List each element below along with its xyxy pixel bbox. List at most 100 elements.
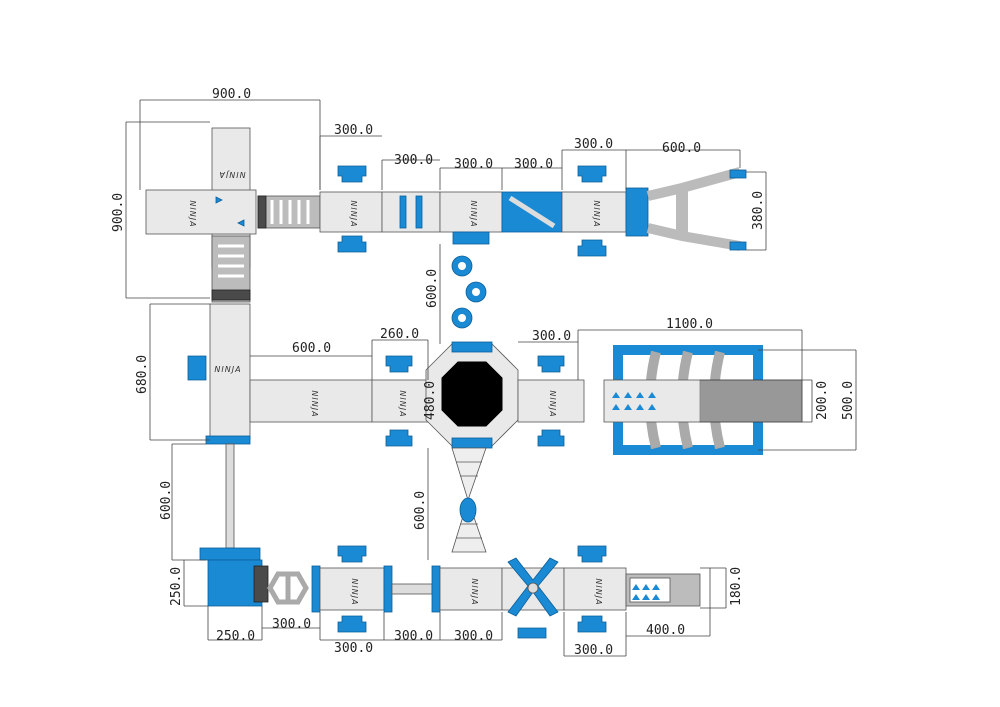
end-tube [311, 565, 321, 613]
ninja-label: NINJA [548, 390, 557, 417]
dim-label: 600.0 [425, 269, 440, 308]
dim-label: 300.0 [574, 137, 613, 152]
bottom-row-modules: NINJA NINJA NINJA [207, 557, 701, 617]
ninja-label: NINJA [218, 170, 245, 179]
link-base [452, 231, 490, 245]
octagon-tower [425, 341, 519, 449]
pole [225, 443, 235, 549]
end-tube [431, 565, 441, 613]
bumper [337, 235, 367, 253]
stairs-shadow [257, 195, 267, 229]
deck-module [319, 191, 383, 233]
dim-label: 900.0 [111, 193, 126, 232]
middle-right: NINJA [517, 345, 803, 455]
bumper [577, 545, 607, 563]
dim-label: 300.0 [394, 629, 433, 644]
dim-label: 250.0 [169, 567, 184, 606]
arm-cap [729, 241, 747, 251]
dim-label: 200.0 [815, 381, 830, 420]
bar-obstacle [415, 195, 423, 229]
top-row-modules: NINJA NINJA NINJA [319, 167, 747, 251]
bumper [517, 627, 547, 639]
beam-link [391, 583, 433, 595]
ninja-label: NINJA [188, 200, 197, 227]
bumper [385, 429, 413, 447]
ninja-label: NINJA [592, 200, 601, 227]
left-column: NINJA [187, 303, 251, 445]
top-bumpers [337, 165, 607, 257]
ninja-label: NINJA [398, 390, 407, 417]
bumper [577, 615, 607, 633]
climb-arm [646, 223, 741, 251]
dim-label: 1100.0 [666, 317, 713, 332]
bumper [187, 355, 207, 381]
end-tube [383, 565, 393, 613]
climb-arm [646, 167, 742, 201]
bumper [537, 355, 565, 373]
dim-label: 180.0 [729, 567, 744, 606]
ninja-label: NINJA [310, 390, 319, 417]
dim-label: 380.0 [751, 191, 766, 230]
ninja-label: NINJA [350, 578, 359, 605]
spinner-bar [508, 195, 556, 229]
ladder-rungs [456, 461, 482, 539]
corner-shadow [253, 565, 269, 603]
left-pole [199, 443, 261, 561]
top-vertical-link [451, 231, 490, 329]
slide-arrows [612, 392, 656, 410]
ninja-label: NINJA [470, 578, 479, 605]
dim-label: 300.0 [454, 157, 493, 172]
ninja-label: NINJA [594, 578, 603, 605]
bar-obstacle [399, 195, 407, 229]
bumper [577, 165, 607, 183]
arrow-icon [237, 219, 245, 227]
stairs-steps [270, 200, 310, 224]
dimension-labels: 900.0 900.0 300.0 300.0 300.0 300.0 300.… [111, 87, 856, 658]
middle-slide: NINJA NINJA [249, 355, 429, 447]
bumper [337, 545, 367, 563]
x-spinner [507, 557, 559, 617]
spinner-module [501, 567, 565, 611]
slide-deck [249, 379, 373, 423]
dim-label: 400.0 [646, 623, 685, 638]
bumper [577, 239, 607, 257]
dim-label: 300.0 [272, 617, 311, 632]
octagon-cap [451, 341, 493, 353]
deck-module [319, 567, 385, 611]
dim-label: 600.0 [662, 141, 701, 156]
ninja-label: NINJA [349, 200, 358, 227]
bumper [337, 165, 367, 183]
top-stairs-segment [257, 195, 321, 229]
dimension-lines [125, 99, 857, 657]
dim-label: 680.0 [135, 355, 150, 394]
bumper [385, 355, 413, 373]
dim-label: 600.0 [159, 481, 174, 520]
cross-horizontal-deck [145, 189, 257, 235]
dim-label: 500.0 [841, 381, 856, 420]
bumper [537, 429, 565, 447]
dim-label: 260.0 [380, 327, 419, 342]
dim-label: 480.0 [423, 381, 438, 420]
stairs-shadow [211, 289, 251, 301]
octagon-cap [451, 437, 493, 449]
bumper [337, 615, 367, 633]
dim-label: 300.0 [454, 629, 493, 644]
dim-label: 300.0 [334, 123, 373, 138]
slide-shadow [699, 379, 803, 423]
bottom-bumpers [337, 545, 607, 639]
octagon-hole [441, 361, 503, 427]
hex-link [267, 571, 309, 605]
dim-label: 250.0 [216, 629, 255, 644]
end-tube [625, 187, 649, 237]
ninja-label: NINJA [469, 200, 478, 227]
ladder-knot [459, 497, 477, 523]
dim-label: 900.0 [212, 87, 251, 102]
dim-label: 300.0 [532, 329, 571, 344]
ninja-label: NINJA [214, 365, 241, 374]
dim-label: 600.0 [413, 491, 428, 530]
dim-label: 300.0 [334, 641, 373, 656]
tower-deck [209, 303, 251, 441]
deck-module [439, 567, 503, 611]
